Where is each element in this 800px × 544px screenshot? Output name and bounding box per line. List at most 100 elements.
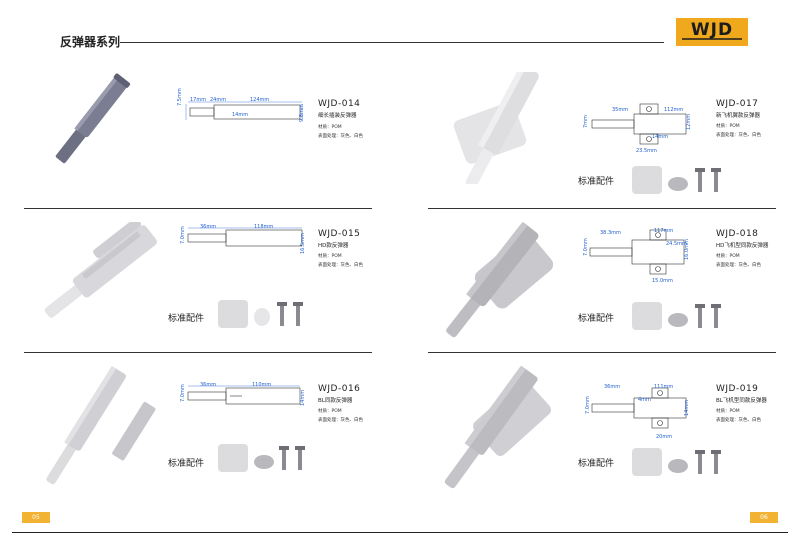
screw-icon [695,304,705,328]
dim-label: 20mm [656,434,673,440]
screw-icon [711,304,721,328]
dim-label: 36mm [604,384,621,390]
model-number: WJD-018 [716,229,759,239]
dim-label: 14mm [232,112,249,118]
dim-label: 36mm [200,382,217,388]
model-number: WJD-015 [318,229,361,239]
accessories-photo [218,300,303,328]
dim-label: 7.0mm [585,396,591,414]
product-photo-wjd-014 [55,73,131,164]
product-name: 细长插装反弹器 [318,113,357,119]
accessories-photo [632,448,721,476]
finish-spec: 表面处理：灰色、白色 [716,263,761,268]
product-photo-wjd-015 [44,222,157,318]
model-number: WJD-014 [318,99,361,109]
logo-text: WJD [690,20,734,40]
accessories-label: 标准配件 [168,314,205,324]
screw-icon [277,302,287,326]
dimension-drawing-wjd-014 [185,101,303,120]
brand-logo: WJD [676,18,748,46]
accessories-label: 标准配件 [578,459,615,469]
dim-label: 36mm [200,224,217,230]
page-title: 反弹器系列 [60,35,121,49]
finish-spec: 表面处理：灰色、白色 [716,133,761,138]
dim-label: 9.8mm [299,104,305,122]
dim-label: 24.5mm [666,241,687,247]
dimension-drawing-wjd-017 [591,103,687,145]
screw-icon [695,450,705,474]
dim-label: 7.0mm [583,238,589,256]
dim-label: 15.0mm [652,278,673,284]
dim-label: 16.0mm [684,239,690,260]
dimension-drawing-wjd-016 [187,385,301,405]
dim-label: 4mm [638,397,651,403]
product-photo-wjd-018 [446,222,554,338]
finish-spec: 表面处理：灰色、白色 [318,263,363,268]
product-photo-wjd-016 [46,366,156,485]
dim-label: 14mm [652,134,669,140]
dimension-drawing-wjd-018 [589,229,685,275]
product-photo-wjd-019 [444,366,552,489]
product-name: 新飞机翼款反弹器 [716,113,761,119]
screw-icon [295,446,305,470]
accessories-photo [218,444,305,472]
product-name: HD飞机型同款反弹器 [716,243,769,249]
screw-icon [293,302,303,326]
dim-label: 17mm [190,97,207,103]
section-divider [24,352,372,353]
dim-label: 111mm [654,384,674,390]
dim-label: 7.5mm [177,88,183,106]
accessories-photo [632,166,721,194]
material-spec: 材质：POM [716,409,740,414]
material-spec: 材质：POM [318,409,342,414]
product-name: BL飞机型同款反弹器 [716,398,767,404]
dim-label: 118mm [254,224,274,230]
finish-spec: 表面处理：灰色、白色 [318,134,363,139]
dim-label: 38.3mm [600,230,621,236]
dim-label: 7mm [583,115,589,128]
dim-label: 35mm [612,107,629,113]
dim-label: 112mm [664,107,684,113]
product-photo-wjd-017 [453,72,539,184]
page-number-left: 05 [22,512,50,523]
material-spec: 材质：POM [716,254,740,259]
accessories-label: 标准配件 [578,314,615,324]
finish-spec: 表面处理：灰色、白色 [716,418,761,423]
page-number-right: 06 [750,512,778,523]
model-number: WJD-016 [318,384,361,394]
dim-label: 23.5mm [636,148,657,154]
screw-icon [711,168,721,192]
dim-label: 7.0mm [180,226,186,244]
accessories-photo [632,302,721,330]
section-divider [428,208,776,209]
dim-label: 12mm [686,113,692,130]
screw-icon [695,168,705,192]
section-divider [24,208,372,209]
footer-rule [12,532,788,533]
finish-spec: 表面处理：灰色、白色 [318,418,363,423]
material-spec: 材质：POM [318,125,342,130]
accessories-label: 标准配件 [578,177,615,187]
dim-label: 14mm [300,389,306,406]
screw-icon [711,450,721,474]
dim-label: 110mm [252,382,272,388]
model-number: WJD-019 [716,384,759,394]
material-spec: 材质：POM [716,124,740,129]
section-divider [428,352,776,353]
dim-label: 14mm [684,399,690,416]
header-rule [120,42,664,43]
dim-label: 7.0mm [180,384,186,402]
dimension-drawing-wjd-019 [591,387,687,429]
product-name: HD款反弹器 [318,243,349,249]
accessories-label: 标准配件 [168,459,205,469]
dim-label: 24mm [210,97,227,103]
material-spec: 材质：POM [318,254,342,259]
dim-label: 16.5mm [300,233,306,254]
product-name: BL同款反弹器 [318,398,353,404]
model-number: WJD-017 [716,99,759,109]
dimension-drawing-wjd-015 [187,227,303,247]
screw-icon [279,446,289,470]
dim-label: 117mm [654,228,674,234]
dim-label: 124mm [250,97,270,103]
logo-mark-icon [682,38,742,40]
